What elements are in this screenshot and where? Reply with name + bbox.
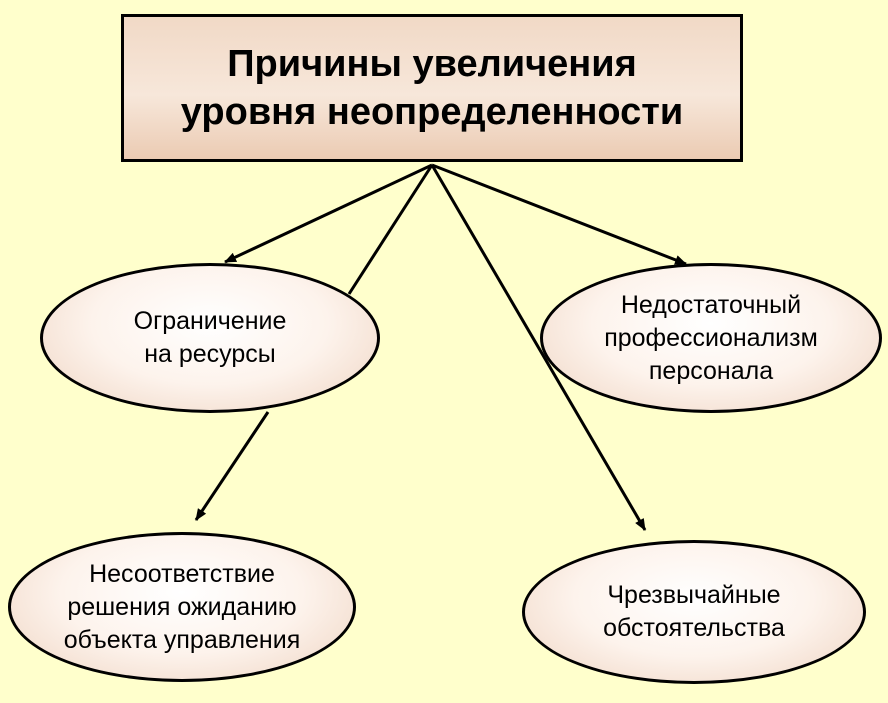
node-emergency-circumstances-label: Чрезвычайные обстоятельства bbox=[603, 581, 785, 642]
arrow-title-to-resources bbox=[224, 163, 433, 264]
node-staff-professionalism: Недостаточный профессионализм персонала bbox=[540, 263, 882, 413]
title-box: Причины увеличения уровня неопределеннос… bbox=[121, 14, 743, 162]
node-staff-professionalism-label: Недостаточный профессионализм персонала bbox=[604, 290, 818, 385]
node-decision-mismatch-label: Несоответствие решения ожиданию объекта … bbox=[63, 559, 301, 654]
arrow-title-to-emergency bbox=[430, 164, 647, 531]
node-resource-limitation: Ограничение на ресурсы bbox=[40, 263, 380, 413]
connector-title-to-mismatch bbox=[347, 164, 434, 295]
node-emergency-circumstances: Чрезвычайные обстоятельства bbox=[522, 540, 866, 684]
arrow-resources-to-mismatch bbox=[194, 411, 270, 521]
arrow-title-to-staff bbox=[431, 163, 687, 266]
node-resource-limitation-label: Ограничение на ресурсы bbox=[133, 307, 287, 368]
diagram-title: Причины увеличения уровня неопределеннос… bbox=[180, 43, 684, 133]
node-decision-mismatch: Несоответствие решения ожиданию объекта … bbox=[8, 532, 356, 682]
